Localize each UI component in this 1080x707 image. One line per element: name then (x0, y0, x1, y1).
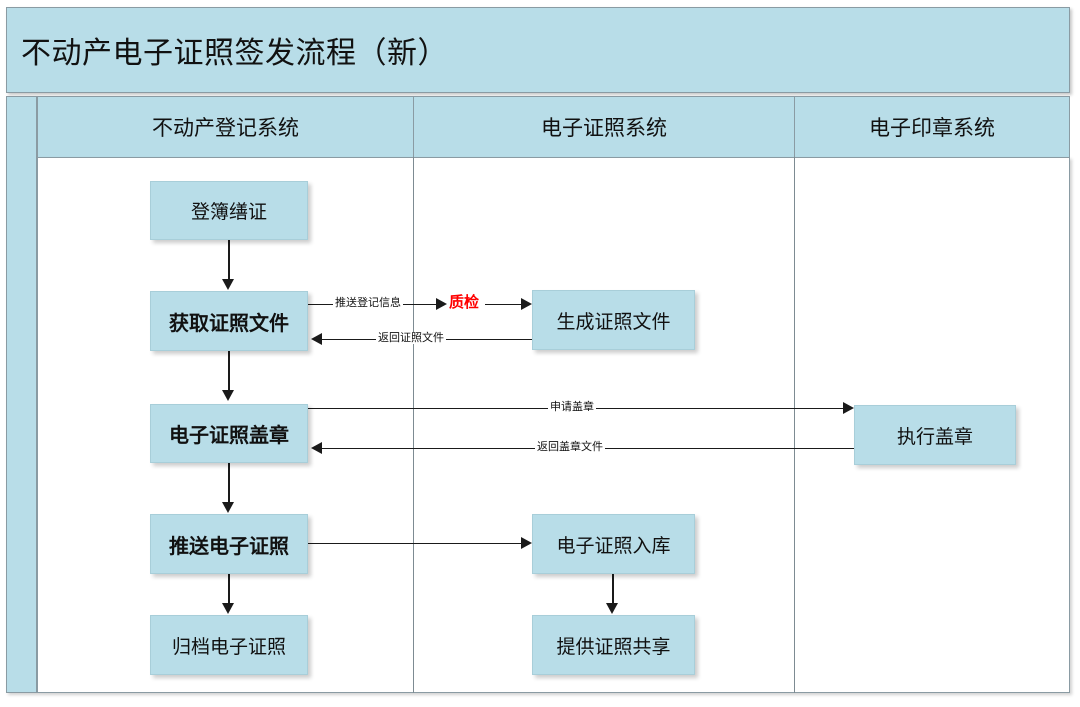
connector-tuisong-to-guidang (228, 574, 230, 610)
edge-label-return-sealed-file: 返回盖章文件 (535, 441, 605, 453)
edge-label-push-registration-info: 推送登记信息 (333, 297, 403, 309)
arrowhead-tuisong-to-guidang (222, 603, 234, 614)
lane-divider-2 (794, 157, 795, 693)
edge-label-return-cert-file: 返回证照文件 (376, 332, 446, 344)
connector-tuisong-to-ruku (308, 543, 523, 544)
node-dianzi-zhengzhao-ruku[interactable]: 电子证照入库 (532, 514, 695, 574)
arrowhead-apply-seal (843, 402, 854, 414)
node-shengcheng-zhengzhao-wenjian[interactable]: 生成证照文件 (532, 290, 695, 350)
edge-label-apply-seal: 申请盖章 (548, 401, 596, 413)
lane-header-ecert: 电子证照系统 (413, 96, 795, 158)
arrowhead-return-sealed (311, 442, 322, 454)
node-guidang-dianzi-zhengzhao[interactable]: 归档电子证照 (150, 615, 308, 675)
arrowhead-denglu-to-huoqu (222, 279, 234, 290)
connector-denglu-to-huoqu (228, 240, 230, 286)
node-huoqu-zhengzhao-wenjian[interactable]: 获取证照文件 (150, 291, 308, 351)
arrowhead-gaizhang-to-tuisong (222, 502, 234, 513)
arrowhead-huoqu-to-gaizhang (222, 390, 234, 401)
swimlane-label-strip (6, 96, 37, 693)
lane-header-eseal: 电子印章系统 (794, 96, 1070, 158)
arrowhead-ruku-to-gongxiang (606, 603, 618, 614)
page-title: 不动产电子证照签发流程（新） (21, 37, 448, 70)
lane-divider-1 (413, 157, 414, 693)
arrowhead-push-info (436, 298, 447, 310)
connector-ruku-to-gongxiang (612, 574, 614, 610)
node-zhixing-gaizhang[interactable]: 执行盖章 (854, 405, 1016, 465)
connector-gaizhang-to-tuisong (228, 463, 230, 509)
node-denglu-shanzheng[interactable]: 登簿缮证 (150, 181, 308, 240)
node-dianzi-zhengzhao-gaizhang[interactable]: 电子证照盖章 (150, 404, 308, 463)
lane-header-row: 不动产登记系统 电子证照系统 电子印章系统 (37, 96, 1070, 158)
lane-header-registration: 不动产登记系统 (37, 96, 414, 158)
connector-huoqu-to-gaizhang (228, 351, 230, 397)
diagram-title-bar: 不动产电子证照签发流程（新） (6, 7, 1070, 93)
arrowhead-qc-to-generate (521, 298, 532, 310)
edge-label-quality-check: 质检 (447, 294, 482, 311)
node-tuisong-dianzi-zhengzhao[interactable]: 推送电子证照 (150, 514, 308, 574)
node-tigong-zhengzhao-gongxiang[interactable]: 提供证照共享 (532, 615, 695, 675)
arrowhead-return-cert (311, 333, 322, 345)
arrowhead-tuisong-to-ruku (521, 537, 532, 549)
connector-qc-to-generate-line (485, 304, 525, 305)
